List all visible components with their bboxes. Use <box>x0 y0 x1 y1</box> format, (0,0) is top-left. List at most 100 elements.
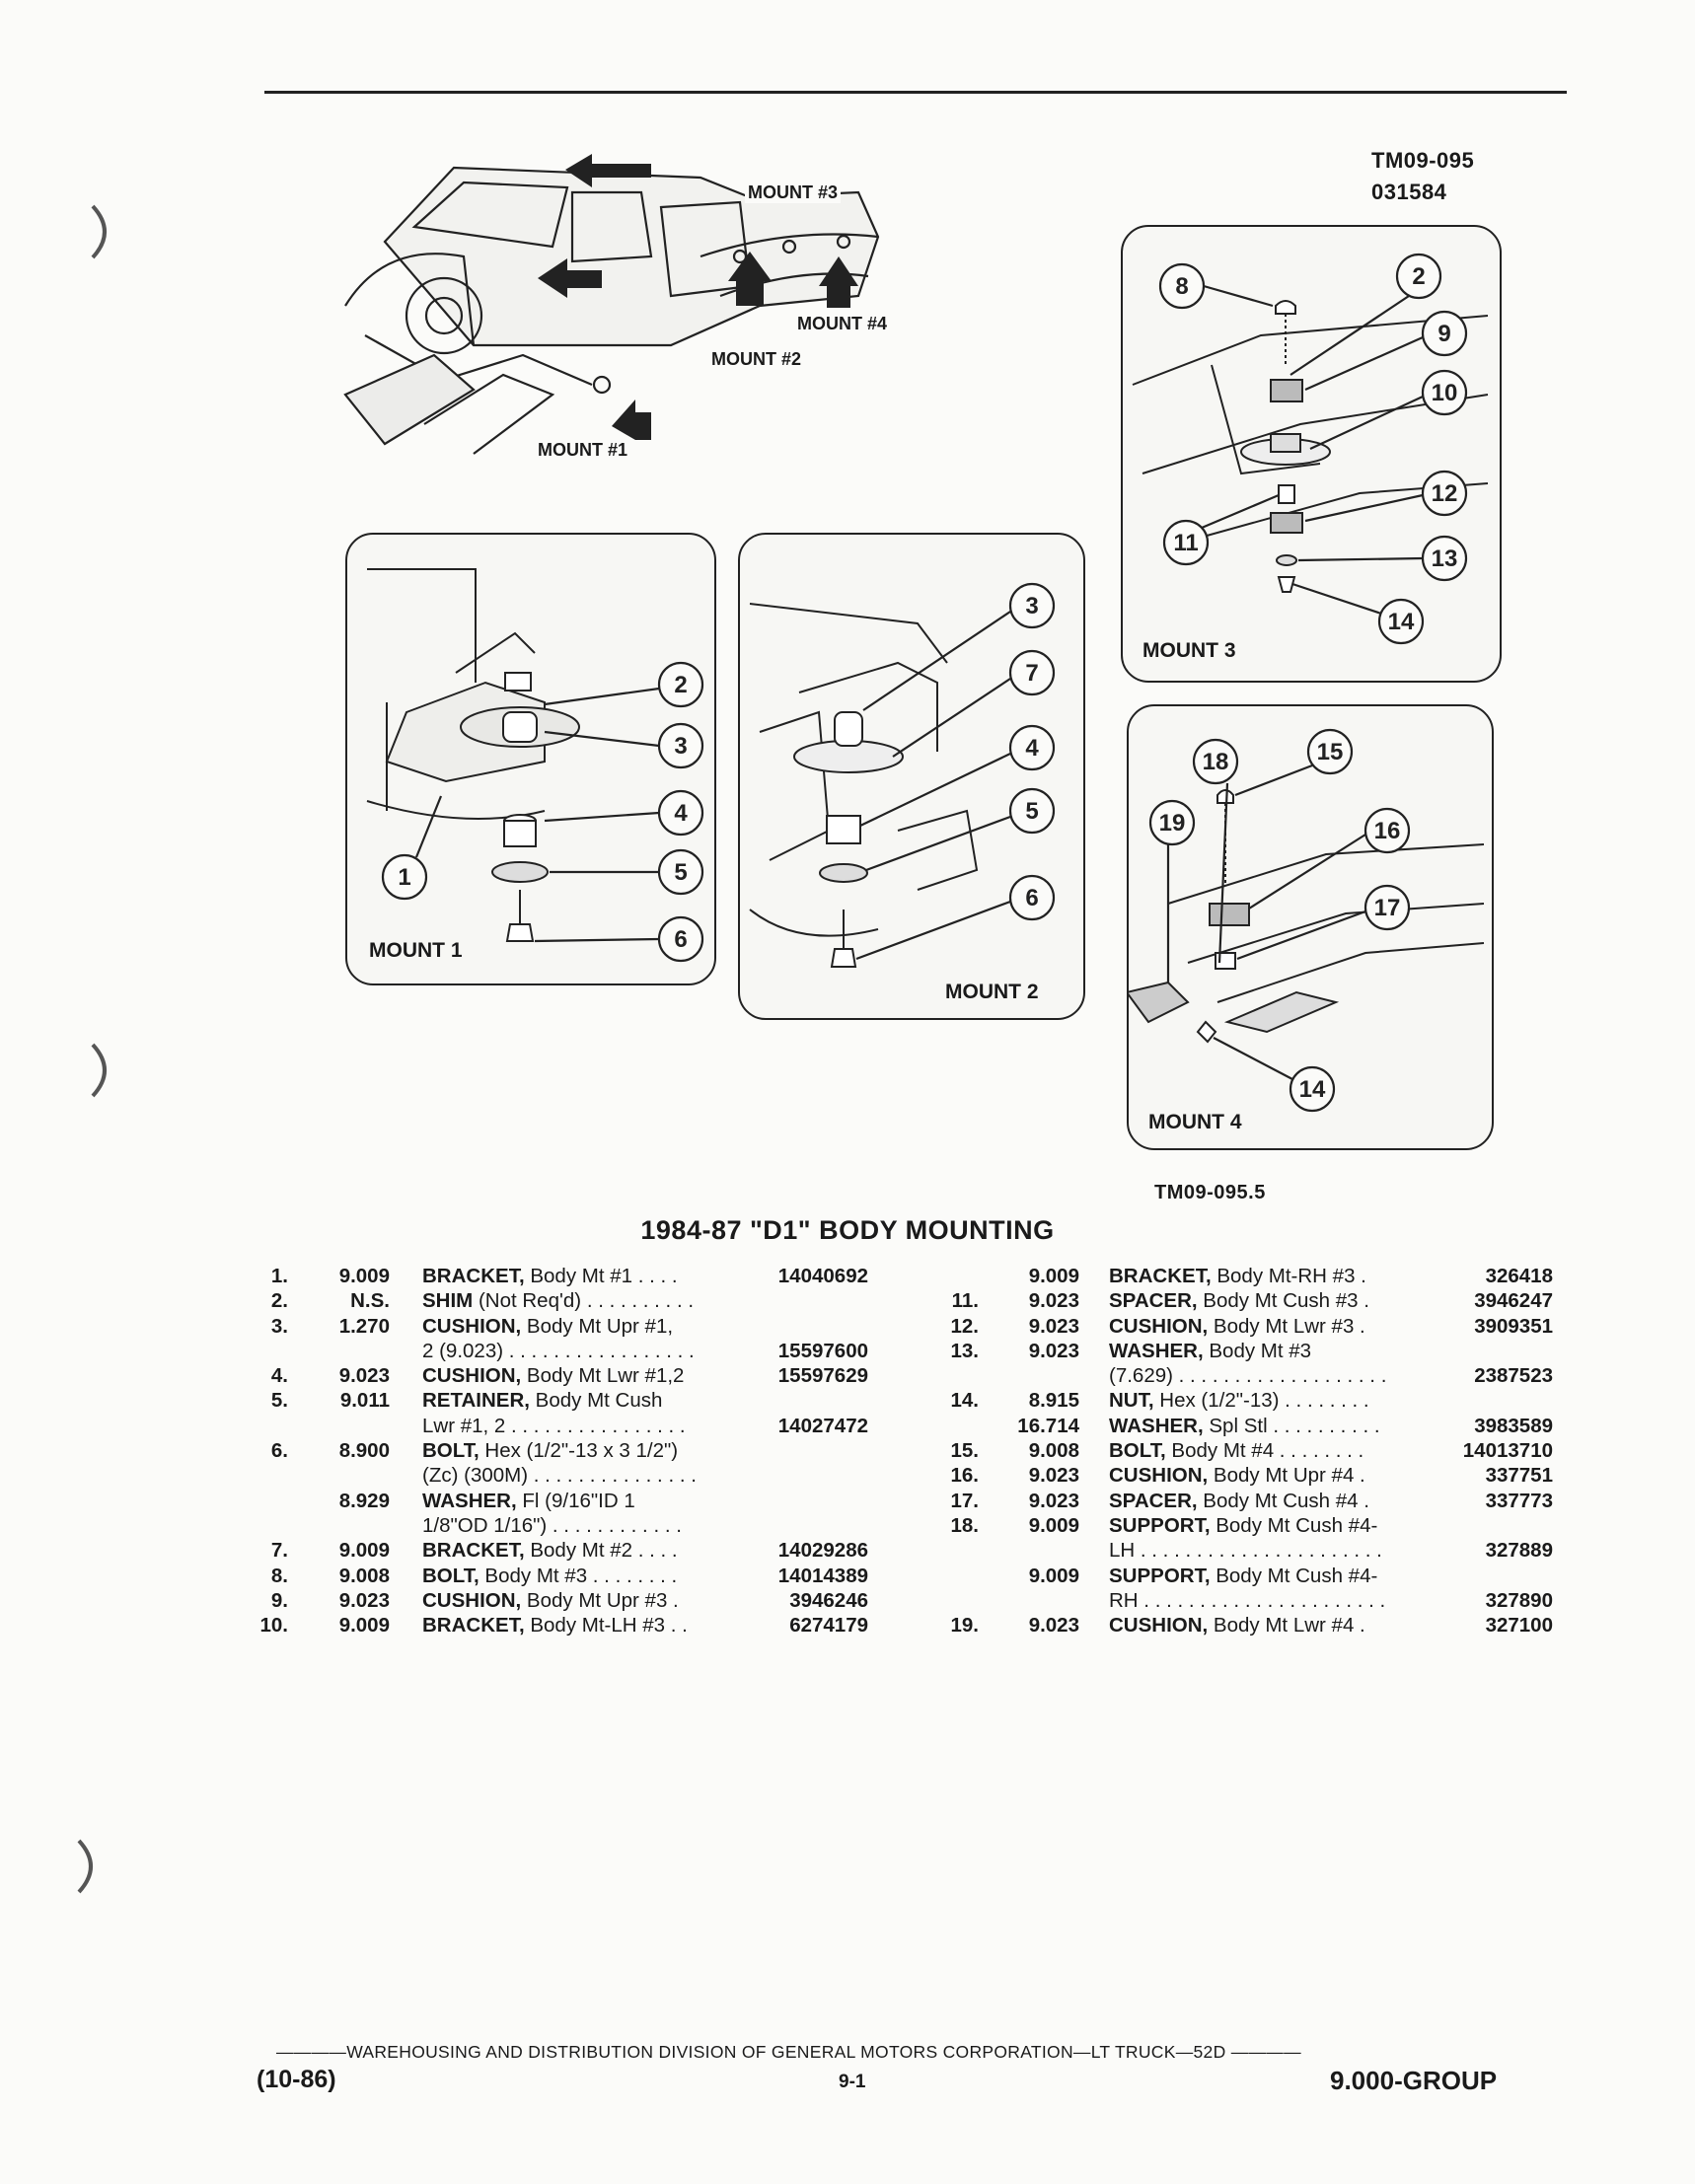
mount-4-label: MOUNT 4 <box>1148 1111 1242 1133</box>
part-number: 326418 <box>1485 1265 1553 1287</box>
page-number: 9-1 <box>839 2072 866 2092</box>
parts-row: 4. 9.023 CUSHION, Body Mt Lwr #1,2 15597629 <box>247 1363 888 1388</box>
figure-code-bottom: TM09-095.5 <box>1154 1182 1266 1203</box>
part-number: 337773 <box>1485 1489 1553 1512</box>
mount-2-label: MOUNT 2 <box>945 981 1039 1003</box>
group-number: 9.023 <box>338 1588 390 1612</box>
group-number: 9.023 <box>1028 1289 1079 1313</box>
mount-1-panel: 2 3 4 1 5 6 MOUNT 1 <box>345 533 716 985</box>
part-description: BOLT, Hex (1/2"-13 x 3 1/2") <box>422 1439 679 1463</box>
overview-illustration <box>343 154 880 455</box>
part-description: BOLT, Body Mt #3 . . . . . . . . <box>422 1564 678 1587</box>
mount-3-drawing: 8 2 9 10 12 11 13 14 <box>1132 253 1489 645</box>
group-number: 9.023 <box>338 1364 390 1388</box>
part-number: 3946246 <box>789 1588 868 1612</box>
item-number: 13. <box>950 1339 980 1362</box>
part-number: 337751 <box>1485 1464 1553 1488</box>
callout-number: 10 <box>1432 380 1458 406</box>
part-description: CUSHION, Body Mt Upr #1, <box>422 1314 674 1338</box>
part-description: SPACER, Body Mt Cush #3 . <box>1109 1289 1369 1313</box>
part-number: 3983589 <box>1474 1414 1553 1437</box>
part-description: NUT, Hex (1/2"-13) . . . . . . . . <box>1109 1389 1369 1413</box>
item-number: 7. <box>270 1539 288 1563</box>
item-number: 15. <box>950 1439 980 1463</box>
part-description: BRACKET, Body Mt-RH #3 . <box>1109 1265 1366 1287</box>
item-number: 9. <box>270 1588 288 1612</box>
callout-number: 2 <box>1412 263 1425 290</box>
part-number: 15597629 <box>777 1364 868 1388</box>
item-number: 17. <box>950 1489 980 1512</box>
item-number: 2. <box>270 1289 288 1313</box>
group-number: 9.023 <box>1028 1464 1079 1488</box>
part-description: CUSHION, Body Mt Lwr #1,2 <box>422 1364 685 1388</box>
overview-label-mount-3: MOUNT #3 <box>745 182 842 203</box>
callout-number: 1 <box>398 864 410 891</box>
parts-row: (Zc) (300M) . . . . . . . . . . . . . . … <box>247 1463 888 1488</box>
item-number: 16. <box>950 1464 980 1488</box>
item-number: 18. <box>950 1513 980 1537</box>
part-number: 327100 <box>1485 1614 1553 1638</box>
callout-number: 14 <box>1299 1076 1326 1103</box>
part-description: BOLT, Body Mt #4 . . . . . . . . <box>1109 1439 1364 1463</box>
item-number: 4. <box>270 1364 288 1388</box>
part-number: 327889 <box>1485 1539 1553 1563</box>
item-number: 14. <box>950 1389 980 1413</box>
part-number: 14029286 <box>777 1539 868 1563</box>
part-description: RH . . . . . . . . . . . . . . . . . . .… <box>1109 1588 1386 1612</box>
parts-row: RH . . . . . . . . . . . . . . . . . . .… <box>927 1588 1569 1613</box>
callout-number: 4 <box>1025 735 1039 762</box>
part-description: SUPPORT, Body Mt Cush #4- <box>1109 1513 1378 1537</box>
mount-1-label: MOUNT 1 <box>369 939 463 962</box>
callout-number: 5 <box>1025 798 1038 825</box>
group-number: 9.023 <box>1028 1614 1079 1638</box>
callout-number: 2 <box>674 672 687 698</box>
item-number: 19. <box>950 1614 980 1638</box>
overview-label-mount-1: MOUNT #1 <box>535 440 631 461</box>
item-number: 3. <box>270 1314 288 1338</box>
parts-row: LH . . . . . . . . . . . . . . . . . . .… <box>927 1538 1569 1563</box>
overview-label-mount-2: MOUNT #2 <box>708 349 805 370</box>
part-description: SUPPORT, Body Mt Cush #4- <box>1109 1564 1378 1587</box>
binder-hole-mark <box>91 204 107 259</box>
callout-number: 3 <box>674 733 687 760</box>
item-number: 5. <box>270 1389 288 1413</box>
group-number: 9.023 <box>1028 1489 1079 1512</box>
overview-label-mount-4: MOUNT #4 <box>794 314 891 334</box>
item-number: 12. <box>950 1314 980 1338</box>
parts-row: 2.N.S.SHIM (Not Req'd) . . . . . . . . .… <box>247 1288 888 1313</box>
part-description: WASHER, Fl (9/16"ID 1 <box>422 1489 635 1512</box>
part-number: 14040692 <box>777 1265 868 1287</box>
group-number: 9.009 <box>338 1265 390 1287</box>
item-number: 1. <box>270 1265 288 1287</box>
parts-row: Lwr #1, 2 . . . . . . . . . . . . . . . … <box>247 1414 888 1438</box>
group-number: 1.270 <box>338 1314 390 1338</box>
binder-hole-mark <box>91 1043 107 1098</box>
part-number: 2387523 <box>1474 1364 1553 1388</box>
figure-date-code: 031584 <box>1371 180 1447 204</box>
callout-number: 11 <box>1173 530 1198 556</box>
group-number: 8.915 <box>1028 1389 1079 1413</box>
part-description: (Zc) (300M) . . . . . . . . . . . . . . … <box>422 1464 697 1488</box>
group-number: 8.900 <box>338 1439 390 1463</box>
part-description: WASHER, Body Mt #3 <box>1109 1339 1312 1362</box>
parts-row: 14. 8.915 NUT, Hex (1/2"-13) . . . . . . .… <box>927 1388 1569 1413</box>
callout-number: 3 <box>1025 593 1038 619</box>
callout-number: 16 <box>1374 818 1401 844</box>
figure-code: TM09-095 <box>1371 148 1475 173</box>
mount-2-panel: 3 7 4 5 6 MOUNT 2 <box>738 533 1085 1020</box>
callout-number: 12 <box>1432 480 1458 507</box>
